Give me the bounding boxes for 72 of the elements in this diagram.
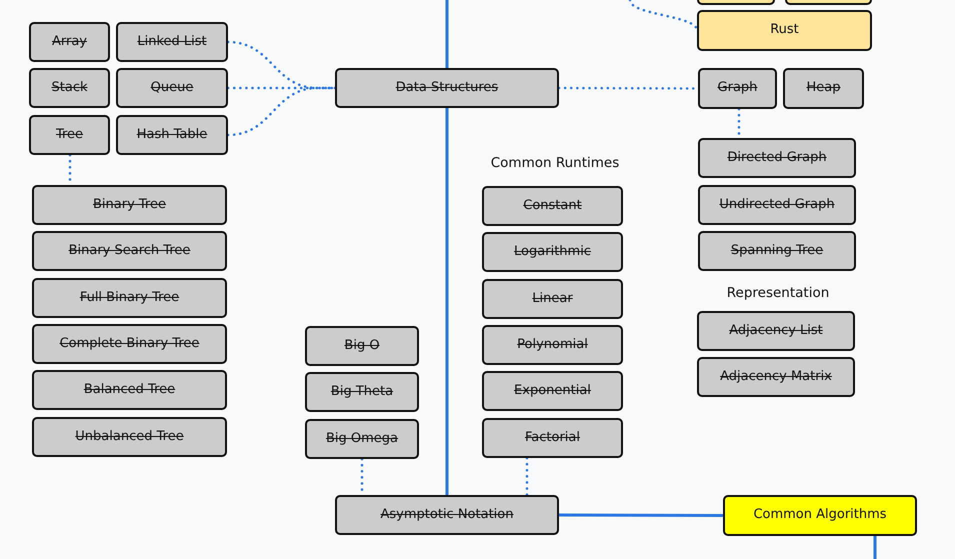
completed-topic-label: Undirected Graph (719, 198, 835, 212)
topic-box (783, 68, 864, 109)
topic-box (482, 371, 623, 411)
completed-topic-label: Adjacency List (729, 324, 823, 338)
completed-topic-label: Exponential (514, 384, 591, 398)
completed-topic-label: Full Binary Tree (80, 290, 180, 306)
topic-label: Common Algorithms (753, 508, 887, 523)
topic-box (482, 232, 623, 272)
topic-box (29, 68, 110, 108)
completed-topic-label: Binary Tree (93, 198, 166, 212)
completed-topic-label: Unbalanced Tree (75, 430, 184, 444)
topic-box (697, 311, 855, 351)
completed-topic-label: Polynomial (517, 338, 588, 352)
connector-line (874, 534, 876, 559)
topic-box (29, 115, 110, 155)
completed-topic-label: Factorial (525, 430, 580, 446)
topic-box (482, 279, 623, 319)
dotted-connector (226, 86, 336, 136)
completed-topic-label: Binary Search Tree (68, 244, 190, 258)
completed-topic-label: Directed Graph (727, 150, 827, 166)
completed-topic-label: Complete Binary Tree (60, 336, 200, 352)
topic-box (32, 417, 227, 457)
topic-box (32, 185, 227, 225)
section-heading: Common Runtimes (490, 155, 620, 171)
completed-topic-label: Heap (806, 81, 840, 96)
completed-topic-label: Hash Table (136, 128, 208, 142)
topic-box (698, 68, 777, 109)
connector-line (446, 106, 448, 496)
dotted-connector (526, 456, 528, 496)
completed-topic-label: Graph (718, 81, 758, 96)
completed-topic-label: Logarithmic (514, 244, 591, 260)
topic-box (335, 68, 559, 108)
topic-box (482, 186, 623, 226)
topic-box (32, 324, 227, 364)
topic-box (29, 22, 110, 62)
completed-topic-label: Asymptotic Notation (380, 508, 514, 522)
topic-box (116, 115, 228, 155)
connector-line (558, 514, 724, 517)
topic-box (32, 231, 227, 271)
topic-box (116, 68, 228, 108)
completed-topic-label: Stack (52, 80, 88, 96)
topic-box (698, 138, 856, 178)
topic-box (697, 357, 855, 397)
topic-box (32, 370, 227, 410)
topic-box (697, 10, 872, 51)
completed-topic-label: Constant (523, 198, 582, 214)
topic-box (305, 326, 419, 366)
completed-topic-label: Linked List (137, 34, 207, 50)
completed-topic-label: Spanning Tree (730, 244, 824, 258)
topic-box (305, 372, 419, 412)
completed-topic-label: Linear (532, 292, 573, 306)
connector-line (446, 0, 448, 70)
completed-topic-label: Array (52, 34, 87, 50)
completed-topic-label: Data Structures (396, 80, 498, 96)
topic-label: Rust (770, 23, 799, 38)
topic-box (116, 22, 228, 62)
topic-box (698, 231, 856, 271)
topic-box (723, 495, 917, 536)
completed-topic-label: Queue (150, 80, 194, 96)
topic-box (305, 419, 419, 459)
completed-topic-label: Tree (56, 128, 84, 142)
topic-box (482, 325, 623, 365)
completed-topic-label: Big O (344, 338, 380, 354)
completed-topic-label: Adjacency Matrix (720, 370, 832, 384)
completed-topic-label: Big Omega (326, 432, 398, 446)
topic-box (32, 278, 227, 318)
completed-topic-label: Balanced Tree (84, 382, 176, 398)
topic-box (698, 185, 856, 225)
completed-topic-label: Big Theta (330, 384, 394, 400)
topic-box (335, 495, 559, 535)
topic-box (482, 418, 623, 458)
section-heading: Representation (726, 285, 830, 301)
